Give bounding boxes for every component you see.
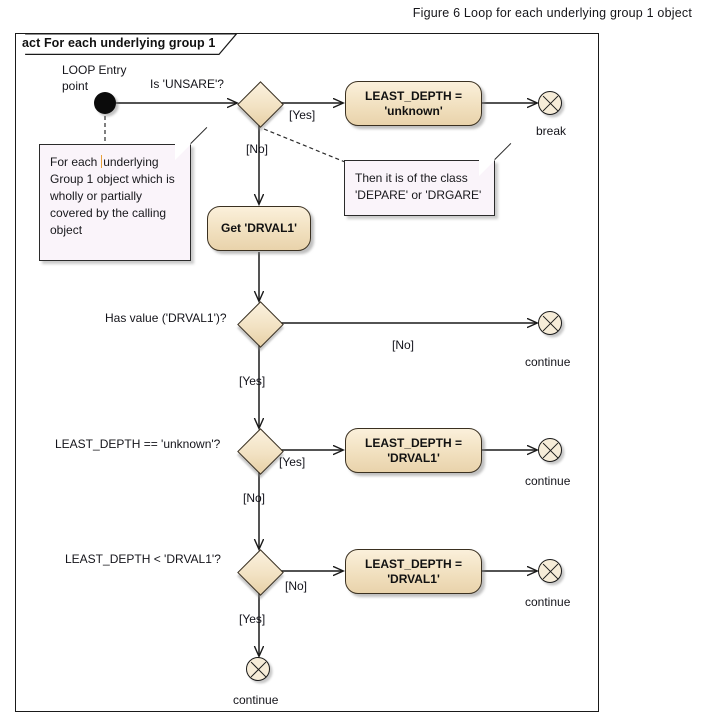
decision-label-has-value: Has value ('DRVAL1')? [105,311,227,325]
guard-unsafe-yes: [Yes] [289,108,316,122]
text-caret [100,155,103,168]
note-class-description[interactable]: Then it is of the class 'DEPARE' or 'DRG… [344,143,512,216]
action-set-least-depth-drval1-b[interactable]: LEAST_DEPTH = 'DRVAL1' [345,549,482,594]
note-text-line1: Then it is of the class [355,171,468,185]
decision-least-depth-eq-unknown[interactable] [236,427,284,475]
guard-hasvalue-yes: [Yes] [239,374,266,388]
loop-entry-label-line2: point [62,79,89,93]
decision-label-is-unsafe: Is 'UNSARE'? [150,77,224,91]
frame-name-tab [25,33,238,55]
guard-lt-no: [No] [285,579,308,593]
activity-frame [15,33,599,712]
final-label-continue-2: continue [525,474,571,488]
guard-hasvalue-no: [No] [392,338,415,352]
flow-final-continue-3[interactable] [538,559,564,585]
final-label-break: break [536,124,567,138]
action-line2: 'DRVAL1' [387,571,440,586]
flow-final-continue-1[interactable] [538,311,564,337]
note-fold-icon [479,160,495,176]
circle-shape [538,559,562,583]
circle-shape [538,438,562,462]
circle-shape [538,91,562,115]
diamond-shape [236,300,284,348]
decision-least-depth-lt-drval1[interactable] [236,548,284,596]
note-text-line2: 'DEPARE' or 'DRGARE' [355,188,482,202]
final-label-continue-1: continue [525,355,571,369]
final-label-continue-4: continue [233,693,279,707]
flow-final-continue-2[interactable] [538,438,564,464]
flow-final-continue-4[interactable] [246,657,272,683]
guard-eq-yes: [Yes] [279,455,306,469]
diamond-shape [236,427,284,475]
action-line1: LEAST_DEPTH = [364,88,463,103]
action-line1: LEAST_DEPTH = [364,435,463,450]
guard-unsafe-no: [No] [246,142,269,156]
guard-lt-yes: [Yes] [239,612,266,626]
diamond-shape [236,80,284,128]
note-loop-description[interactable]: For each underlying Group 1 object which… [39,127,208,261]
action-set-least-depth-drval1-a[interactable]: LEAST_DEPTH = 'DRVAL1' [345,428,482,473]
decision-label-least-depth-eq-unknown: LEAST_DEPTH == 'unknown'? [55,437,221,451]
action-line1: LEAST_DEPTH = [364,556,463,571]
initial-node[interactable] [94,92,116,114]
note-text: For each underlying Group 1 object which… [50,154,180,239]
circle-shape [246,657,270,681]
diamond-shape [236,548,284,596]
flow-final-break[interactable] [538,91,564,117]
note-text-before-caret: For each [50,155,101,169]
decision-has-value[interactable] [236,300,284,348]
loop-entry-label-line1: LOOP Entry [62,63,127,77]
action-line2: 'unknown' [384,103,443,118]
note-text-after-caret: underlying Group 1 object which is wholl… [50,155,175,237]
decision-label-least-depth-lt-drval1: LEAST_DEPTH < 'DRVAL1'? [65,552,221,566]
guard-eq-no: [No] [243,491,266,505]
action-line1: Get 'DRVAL1' [221,221,297,235]
action-get-drval1[interactable]: Get 'DRVAL1' [207,206,311,251]
action-line2: 'DRVAL1' [387,450,440,465]
final-label-continue-3: continue [525,595,571,609]
action-set-least-depth-unknown[interactable]: LEAST_DEPTH = 'unknown' [345,81,482,126]
circle-shape [538,311,562,335]
frame-name-label: act For each underlying group 1 [22,36,216,50]
note-fold-icon [175,144,191,160]
decision-is-unsafe[interactable] [236,80,284,128]
figure-caption: Figure 6 Loop for each underlying group … [412,6,692,20]
